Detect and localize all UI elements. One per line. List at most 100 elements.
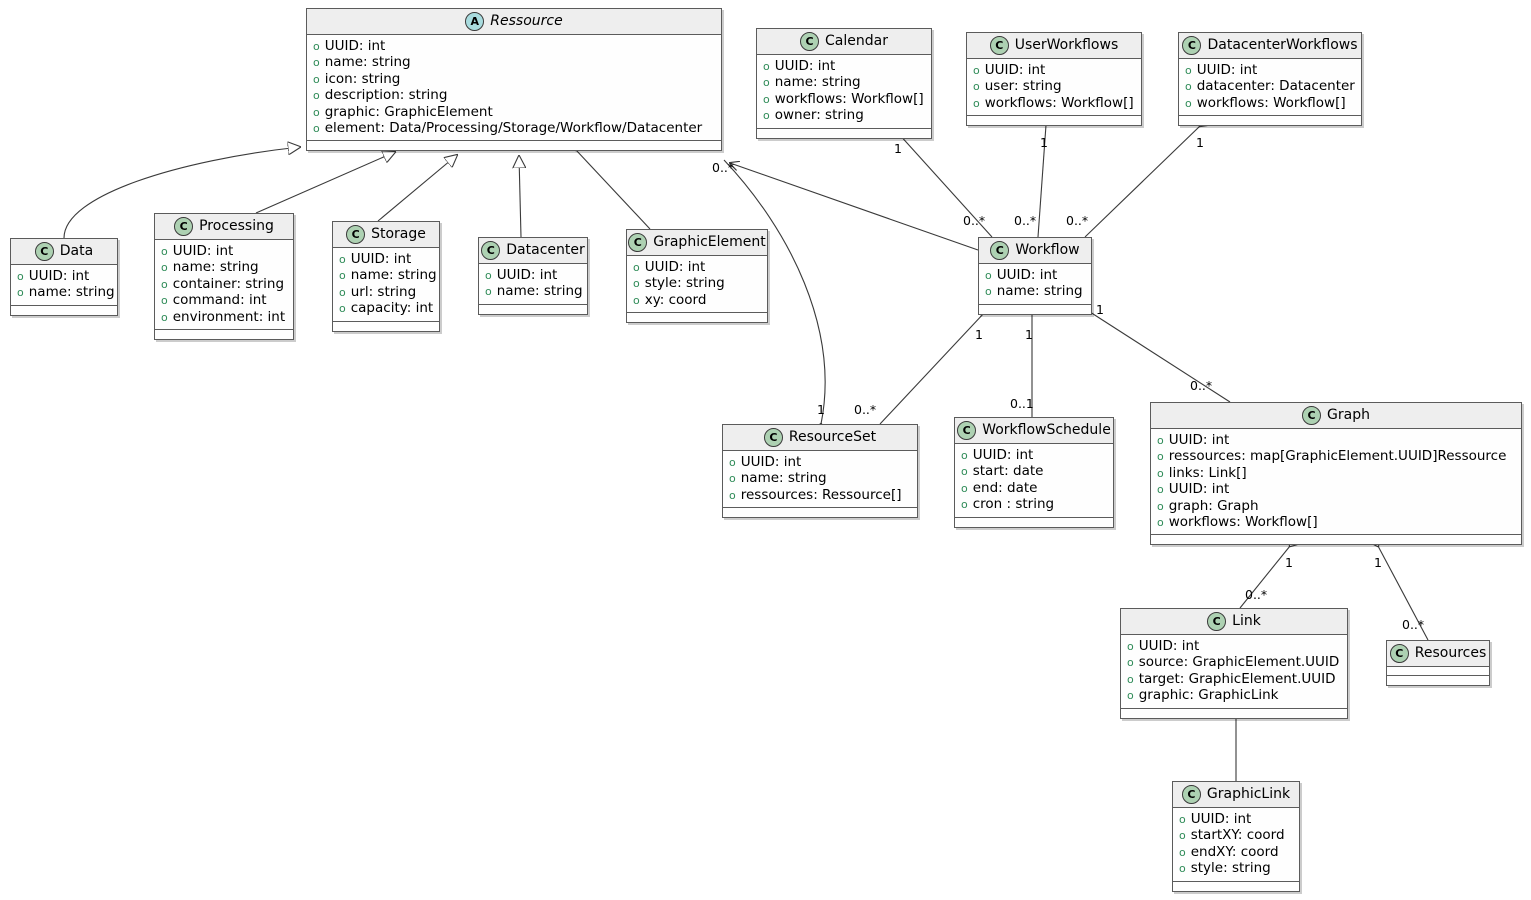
edge-workflow-resourceset — [879, 312, 985, 425]
visibility-public-icon: o — [763, 76, 770, 90]
visibility-public-icon: o — [729, 456, 736, 469]
class-title: DatacenterWorkflows — [1207, 36, 1358, 53]
visibility-public-icon: o — [1157, 450, 1164, 464]
visibility-public-icon: o — [161, 261, 168, 275]
visibility-public-icon: o — [339, 253, 346, 266]
class-methods-processing — [155, 330, 293, 340]
multiplicity-label: 0..* — [1066, 213, 1089, 228]
class-title: Link — [1232, 612, 1261, 629]
multiplicity-label: 0..* — [963, 213, 986, 228]
multiplicity-label: 0..* — [854, 402, 877, 417]
attribute-text: owner: string — [774, 107, 864, 124]
class-title: Data — [59, 242, 94, 259]
attribute-text: UUID: int — [172, 243, 234, 259]
visibility-public-icon: o — [1127, 689, 1134, 703]
visibility-public-icon: o — [1185, 64, 1192, 77]
attribute-text: graphic: GraphicElement — [324, 103, 493, 120]
edge-ressource-graphicelement — [576, 150, 651, 230]
attribute-row: o name: string — [729, 470, 911, 486]
attribute-text: UUID: int — [774, 58, 836, 74]
class-icon: C — [957, 420, 977, 440]
multiplicity-label: 0..1 — [1010, 396, 1034, 411]
attribute-text: source: GraphicElement.UUID — [1138, 654, 1340, 671]
edge-storage-inherits-ressource — [377, 155, 457, 222]
visibility-public-icon: o — [161, 294, 168, 308]
attribute-text: command: int — [172, 292, 267, 309]
attribute-text: name: string — [350, 267, 437, 284]
multiplicity-label: 1 — [1096, 302, 1104, 317]
class-methods-ressource — [307, 141, 721, 151]
attribute-text: UUID: int — [28, 268, 90, 284]
class-title: Ressource — [490, 12, 563, 29]
attribute-text: UUID: int — [1196, 62, 1258, 78]
class-methods-resourceset — [723, 508, 917, 518]
class-icon: C — [628, 232, 648, 252]
attribute-text: UUID: int — [1190, 811, 1252, 827]
visibility-public-icon: o — [729, 472, 736, 486]
visibility-public-icon: o — [961, 465, 968, 479]
attribute-text: UUID: int — [972, 447, 1034, 463]
attribute-text: user: string — [984, 78, 1062, 95]
abstract-class-icon: A — [465, 11, 485, 31]
attribute-text: ressources: map[GraphicElement.UUID]Ress… — [1168, 448, 1507, 465]
attribute-text: element: Data/Processing/Storage/Workflo… — [324, 120, 703, 137]
attribute-text: name: string — [740, 470, 827, 487]
class-icon: C — [346, 224, 366, 244]
attribute-text: UUID: int — [740, 454, 802, 470]
visibility-public-icon: o — [763, 109, 770, 123]
class-methods-resources — [1387, 676, 1489, 685]
multiplicity-label: 0..* — [1245, 587, 1268, 602]
visibility-public-icon: o — [729, 488, 736, 502]
visibility-public-icon: o — [17, 286, 24, 300]
attribute-text: workflows: Workflow[] — [774, 90, 924, 107]
multiplicity-label: 1 — [1196, 135, 1204, 150]
class-title: GraphicElement — [653, 233, 766, 250]
